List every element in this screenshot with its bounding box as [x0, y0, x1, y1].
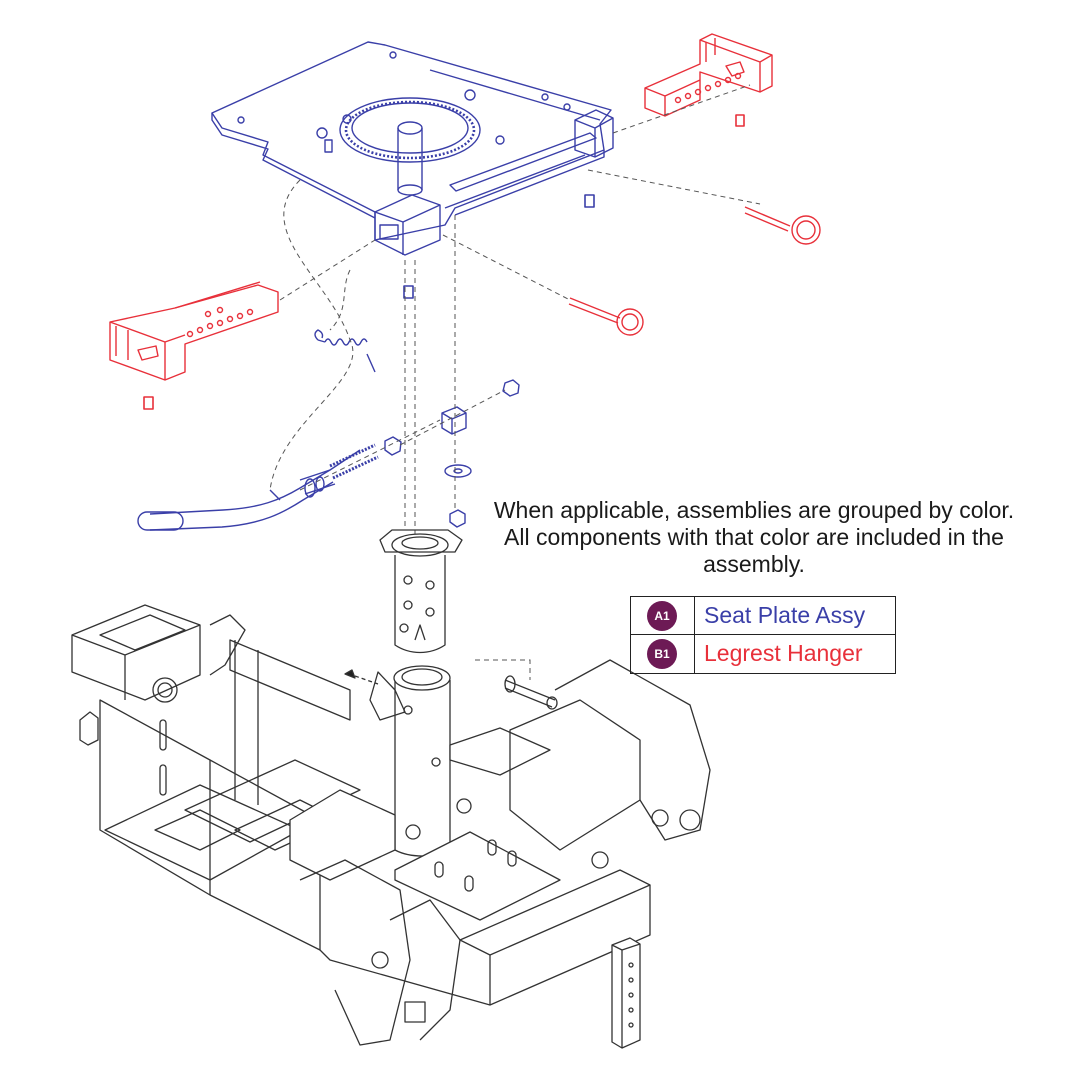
extension-spring: [314, 329, 376, 373]
legend-row-a1: A1 Seat Plate Assy: [631, 597, 895, 635]
battery-tray: [71, 604, 201, 701]
color-grouping-note: When applicable, assemblies are grouped …: [493, 497, 1015, 577]
legrest-hanger-left: [109, 284, 279, 381]
legend-badge-cell: B1: [631, 635, 695, 673]
turntable-ring: [339, 97, 481, 163]
rear-hitch-bar: [611, 937, 641, 1049]
hex-nut-mid: [384, 436, 402, 456]
latch-block: [441, 406, 467, 435]
base-frame: [71, 604, 711, 1049]
pin-lower: [568, 297, 621, 324]
badge-a1: A1: [647, 601, 677, 631]
badge-b1: B1: [647, 639, 677, 669]
seat-tube-right: [574, 109, 614, 158]
hex-nut-low: [449, 509, 466, 528]
seat-post-tube: [394, 555, 446, 654]
washer: [444, 464, 472, 478]
legrest-hanger-right: [644, 33, 773, 117]
legend-label-seat-plate: Seat Plate Assy: [704, 602, 866, 628]
release-handle: [149, 449, 361, 531]
seat-post-assembly: [379, 529, 463, 654]
seat-plate-assembly: [137, 41, 614, 531]
legend-label-legrest-hanger: Legrest Hanger: [704, 640, 863, 666]
seat-plate: [211, 41, 612, 241]
assembly-legend: A1 Seat Plate Assy B1 Legrest Hanger: [630, 596, 896, 674]
explosion-lines: [269, 84, 761, 680]
legrest-hanger-assembly: [109, 33, 821, 410]
center-post: [394, 680, 451, 857]
legend-badge-cell: A1: [631, 597, 695, 634]
legend-row-b1: B1 Legrest Hanger: [631, 635, 895, 673]
hex-nut-top: [502, 379, 520, 397]
pin-upper: [744, 206, 791, 232]
